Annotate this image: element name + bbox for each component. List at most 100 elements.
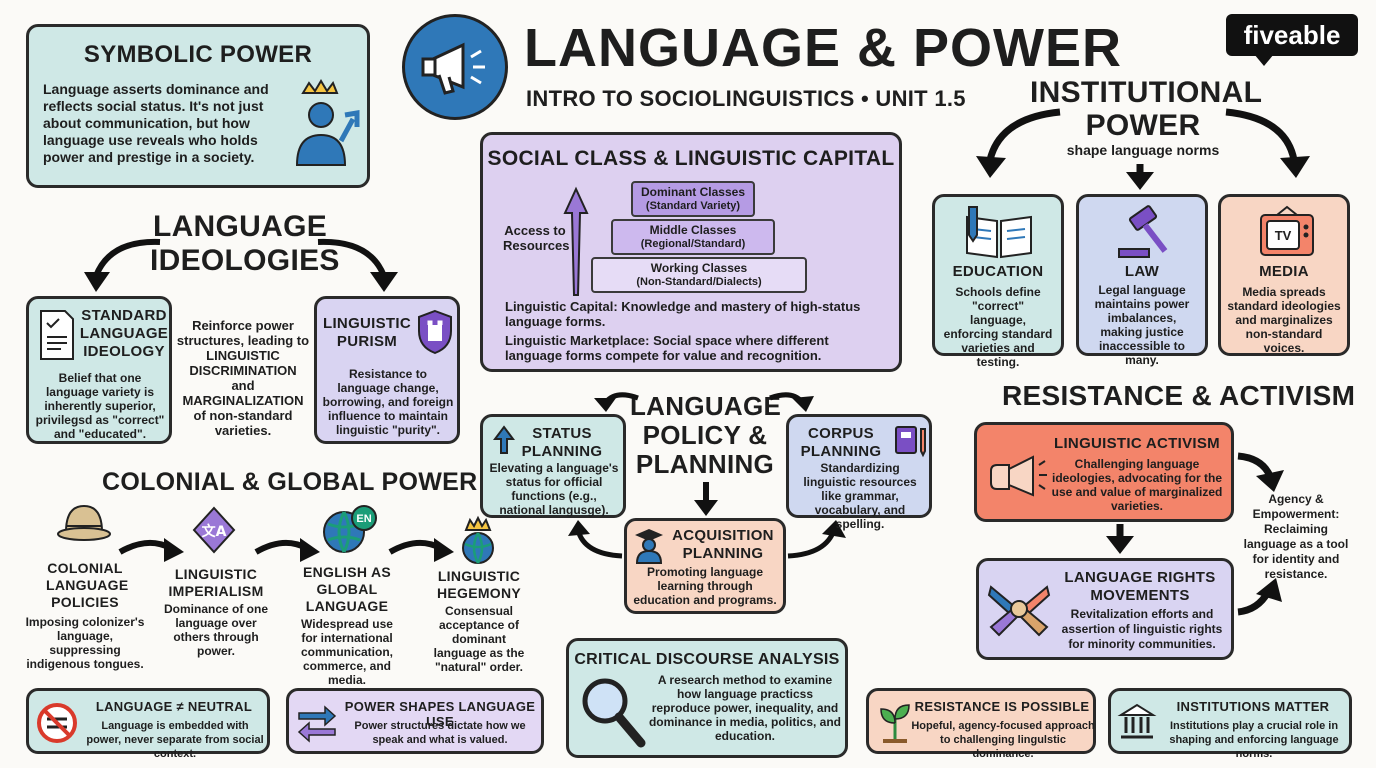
book-icon xyxy=(963,205,1035,266)
imperialism-title: LINGUISTIC IMPERIALISM xyxy=(168,566,264,599)
standard-ideology-text: Belief that one language variety is inhe… xyxy=(35,371,165,441)
colonial-policies-item: COLONIAL LANGUAGE POLICIES Imposing colo… xyxy=(20,560,150,671)
access-resources-label: Access to Resources xyxy=(503,223,570,253)
english-global-title: ENGLISH AS GLOBAL LANGUAGE xyxy=(302,564,392,614)
policy-title: LANGUAGE POLICY & PLANNING xyxy=(630,391,782,479)
colonial-policies-title: COLONIAL LANGUAGE POLICIES xyxy=(46,560,129,610)
translate-icon: 文A xyxy=(190,506,238,559)
law-card: LAW Legal language maintains power imbal… xyxy=(1076,194,1208,367)
purism-title: LINGUISTIC PURISM xyxy=(323,315,411,350)
english-global-item: ENGLISH AS GLOBAL LANGUAGE Widespread us… xyxy=(282,564,412,687)
activism-title: LINGUISTIC ACTIVISM xyxy=(1054,435,1220,452)
status-planning-title: STATUS PLANNING xyxy=(521,425,603,460)
law-title: LAW xyxy=(1124,263,1160,280)
education-title: EDUCATION xyxy=(952,263,1044,280)
acquisition-planning-text: Promoting language learning through educ… xyxy=(633,565,777,607)
swap-arrows-icon xyxy=(295,701,339,750)
ideologies-center-text: Reinforce power structures, leading to L… xyxy=(176,318,310,438)
pith-helmet-icon xyxy=(56,502,112,551)
corpus-planning-title: CORPUS PLANNING xyxy=(800,425,882,460)
acquisition-planning-title: ACQUISITION PLANNING xyxy=(672,527,774,562)
no-equal-icon xyxy=(35,701,79,750)
marketplace-definition: Linguistic Marketplace: Social space whe… xyxy=(505,333,829,363)
footer-institutions-title: INSTITUTIONS MATTER xyxy=(1176,699,1330,714)
sprout-icon xyxy=(875,701,915,750)
institutional-title: INSTITUTIONAL POWER xyxy=(1030,76,1263,142)
page-title: LANGUAGE & POWER xyxy=(524,18,1123,78)
cda-text: A research method to examine how languag… xyxy=(648,673,842,743)
book-pen-icon xyxy=(893,423,929,464)
symbolic-power-title: SYMBOLIC POWER xyxy=(83,41,313,68)
education-text: Schools define "correct" language, enfor… xyxy=(943,285,1053,369)
standard-ideology-card: STANDARD LANGUAGE IDEOLOGY Belief that o… xyxy=(26,296,172,444)
tier-working: Working Classes (Non-Standard/Dialects) xyxy=(591,257,807,293)
status-planning-card: STATUS PLANNING Elevating a language's s… xyxy=(480,414,626,518)
status-planning-text: Elevating a language's status for offici… xyxy=(489,461,619,517)
up-arrow-icon xyxy=(563,186,589,302)
symbolic-power-text: Language asserts dominance and reflects … xyxy=(43,81,269,165)
fiveable-logo: fiveable xyxy=(1226,14,1358,66)
standard-ideology-title: STANDARD LANGUAGE IDEOLOGY xyxy=(79,307,169,360)
imperialism-text: Dominance of one language over others th… xyxy=(163,602,268,658)
agency-text: Agency & Empowerment: Reclaiming languag… xyxy=(1243,492,1349,581)
footer-resistance-text: Hopeful, agency-focused approach to chal… xyxy=(911,720,1095,760)
cda-card: CRITICAL DISCOURSE ANALYSIS A research m… xyxy=(566,638,848,758)
svg-text:TV: TV xyxy=(1275,228,1292,243)
document-check-icon xyxy=(37,309,77,366)
institution-building-icon xyxy=(1117,701,1157,746)
graduate-icon xyxy=(633,527,665,568)
footer-power-text: Power structures dictate how we speak an… xyxy=(354,720,526,746)
hegemony-text: Consensual acceptance of dominant langua… xyxy=(433,604,525,674)
activism-text: Challenging language ideologies, advocat… xyxy=(1051,457,1223,513)
footer-institutions-card: INSTITUTIONS MATTER Institutions play a … xyxy=(1108,688,1352,760)
imperialism-item: LINGUISTIC IMPERIALISM Dominance of one … xyxy=(160,566,272,658)
corpus-planning-text: Standardizing linguistic resources like … xyxy=(803,461,917,531)
capital-definition: Linguistic Capital: Knowledge and master… xyxy=(505,299,861,329)
cda-title: CRITICAL DISCOURSE ANALYSIS xyxy=(574,651,840,668)
footer-power-card: POWER SHAPES LANGUAGE USE Power structur… xyxy=(286,688,544,754)
education-card: EDUCATION Schools define "correct" langu… xyxy=(932,194,1064,369)
footer-neutral-text: Language is embedded with power, never s… xyxy=(86,720,264,760)
svg-text:文A: 文A xyxy=(202,523,227,540)
colonial-title: COLONIAL & GLOBAL POWER xyxy=(102,468,478,496)
tier-dominant: Dominant Classes (Standard Variety) xyxy=(631,181,755,217)
hegemony-item: LINGUISTIC HEGEMONY Consensual acceptanc… xyxy=(420,568,538,674)
magnifier-icon xyxy=(577,671,649,756)
megaphone-icon xyxy=(402,14,508,120)
law-text: Legal language maintains power imbalance… xyxy=(1094,283,1190,367)
media-card: TV MEDIA Media spreads standard ideologi… xyxy=(1218,194,1350,356)
social-class-card: SOCIAL CLASS & LINGUISTIC CAPITAL Access… xyxy=(480,132,902,372)
symbolic-power-card: SYMBOLIC POWER Language asserts dominanc… xyxy=(26,24,370,188)
purism-card: LINGUISTIC PURISM Resistance to language… xyxy=(314,296,460,444)
footer-neutral-title: LANGUAGE ≠ NEUTRAL xyxy=(95,699,253,714)
shield-castle-icon xyxy=(415,309,455,360)
svg-text:EN: EN xyxy=(356,513,371,525)
english-global-text: Widespread use for international communi… xyxy=(300,617,393,687)
tv-icon: TV xyxy=(1257,203,1317,266)
rights-title: LANGUAGE RIGHTS MOVEMENTS xyxy=(1064,569,1216,604)
tier-middle: Middle Classes (Regional/Standard) xyxy=(611,219,775,255)
globe-en-icon: EN xyxy=(322,504,382,559)
media-text: Media spreads standard ideologies and ma… xyxy=(1227,285,1341,355)
page-subtitle: INTRO TO SOCIOLINGUISTICS • UNIT 1.5 xyxy=(526,86,966,111)
activism-card: LINGUISTIC ACTIVISM Challenging language… xyxy=(974,422,1234,522)
social-class-title: SOCIAL CLASS & LINGUISTIC CAPITAL xyxy=(487,147,895,170)
rights-text: Revitalization efforts and assertion of … xyxy=(1061,607,1223,651)
ideologies-title: LANGUAGE IDEOLOGIES xyxy=(150,210,340,277)
joined-hands-icon xyxy=(985,573,1053,646)
footer-power-title: POWER SHAPES LANGUAGE USE xyxy=(344,699,536,729)
footer-institutions-text: Institutions play a crucial role in shap… xyxy=(1169,720,1339,760)
crowned-globe-icon xyxy=(460,515,496,571)
person-crown-icon xyxy=(291,79,361,176)
footer-resistance-title: RESISTANCE IS POSSIBLE xyxy=(914,699,1090,714)
fist-megaphone-icon xyxy=(985,443,1049,512)
gavel-icon xyxy=(1115,205,1175,266)
footer-resistance-card: RESISTANCE IS POSSIBLE Hopeful, agency-f… xyxy=(866,688,1096,760)
footer-neutral-card: LANGUAGE ≠ NEUTRAL Language is embedded … xyxy=(26,688,270,760)
resistance-title: RESISTANCE & ACTIVISM xyxy=(1002,380,1356,411)
corpus-planning-card: CORPUS PLANNING Standardizing linguistic… xyxy=(786,414,932,531)
acquisition-planning-card: ACQUISITION PLANNING Promoting language … xyxy=(624,518,786,614)
